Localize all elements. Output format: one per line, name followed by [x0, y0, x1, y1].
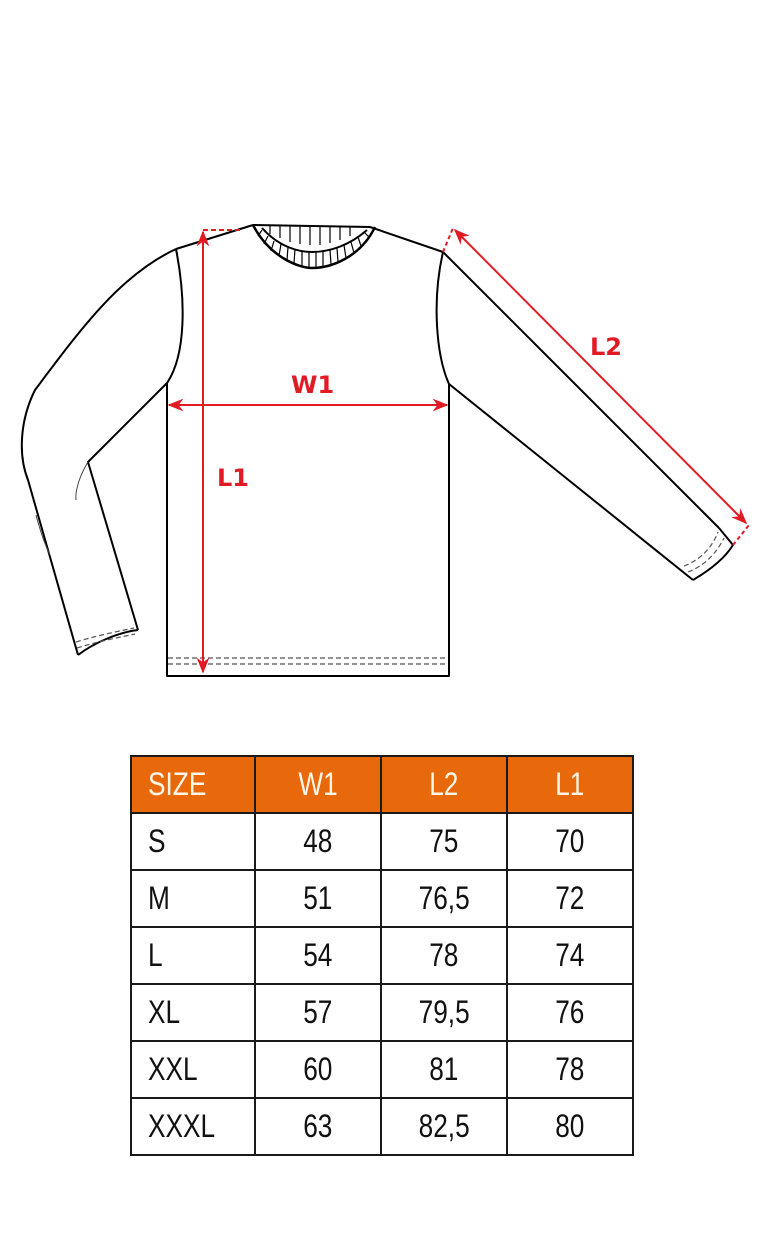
cell-size: XL — [130, 983, 256, 1042]
table-row: XXXL 63 82,5 80 — [130, 1097, 634, 1156]
cell-l1: 78 — [506, 1040, 634, 1099]
cell-size: L — [130, 926, 256, 985]
table-row: XXL 60 81 78 — [130, 1040, 634, 1099]
header-l1: L1 — [506, 755, 634, 814]
table-row: XL 57 79,5 76 — [130, 983, 634, 1042]
cell-l1: 70 — [506, 812, 634, 871]
cell-w1: 48 — [254, 812, 382, 871]
cell-size: M — [130, 869, 256, 928]
garment-outline — [20, 224, 734, 677]
hem-stitching — [75, 531, 725, 665]
cell-l2: 79,5 — [380, 983, 508, 1042]
collar-rib-icon — [251, 224, 377, 270]
cell-w1: 51 — [254, 869, 382, 928]
cell-w1: 60 — [254, 1040, 382, 1099]
cell-w1: 54 — [254, 926, 382, 985]
l1-label: L1 — [217, 464, 249, 492]
cell-l2: 82,5 — [380, 1097, 508, 1156]
w1-label: W1 — [291, 371, 334, 399]
cell-size: XXXL — [130, 1097, 256, 1156]
cell-w1: 57 — [254, 983, 382, 1042]
l2-line — [453, 228, 748, 525]
cell-l2: 75 — [380, 812, 508, 871]
l2-label: L2 — [590, 333, 622, 361]
header-size: SIZE — [130, 755, 256, 814]
cell-size: S — [130, 812, 256, 871]
measurement-lines — [167, 227, 750, 674]
cell-l2: 76,5 — [380, 869, 508, 928]
sweatshirt-diagram: W1 L1 L2 — [20, 224, 750, 677]
cell-l1: 74 — [506, 926, 634, 985]
header-l2: L2 — [380, 755, 508, 814]
cell-l2: 78 — [380, 926, 508, 985]
cell-l1: 72 — [506, 869, 634, 928]
header-w1: W1 — [254, 755, 382, 814]
cell-l1: 76 — [506, 983, 634, 1042]
cell-l1: 80 — [506, 1097, 634, 1156]
table-row: L 54 78 74 — [130, 926, 634, 985]
table-header-row: SIZE W1 L2 L1 — [130, 755, 634, 814]
cell-l2: 81 — [380, 1040, 508, 1099]
cell-w1: 63 — [254, 1097, 382, 1156]
size-chart-table: SIZE W1 L2 L1 S 48 75 70 M 51 76,5 72 L … — [130, 755, 634, 1156]
table-row: M 51 76,5 72 — [130, 869, 634, 928]
cell-size: XXL — [130, 1040, 256, 1099]
table-row: S 48 75 70 — [130, 812, 634, 871]
